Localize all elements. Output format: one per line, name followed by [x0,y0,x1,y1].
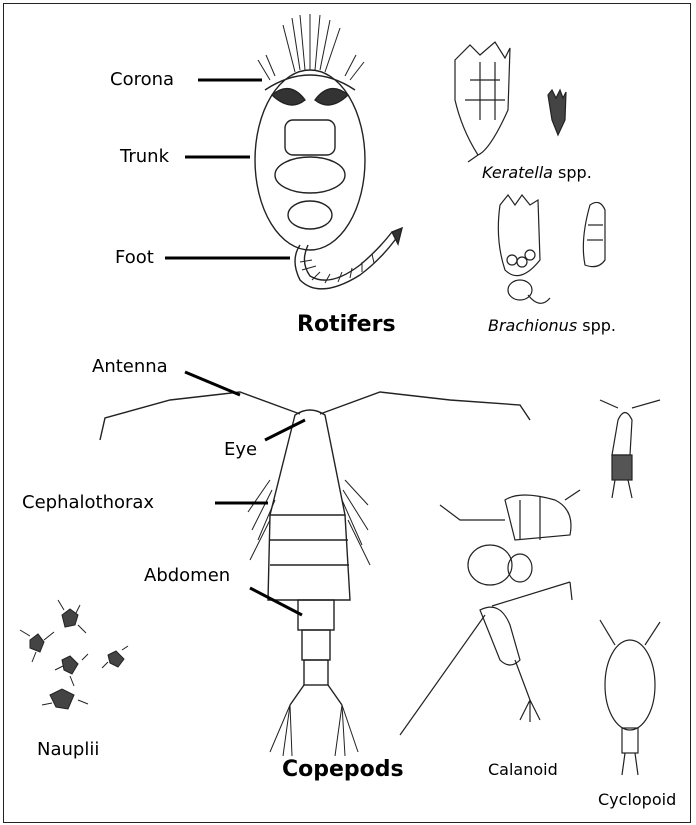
keratella-genus: Keratella [482,163,553,182]
label-calanoid: Calanoid [488,760,558,779]
label-corona: Corona [110,70,174,90]
cyclopoid-illustration [600,620,660,775]
sideview-copepod-illustration [440,490,580,585]
small-copepod-illustration [600,400,660,498]
nauplii-illustration [20,600,128,709]
label-foot: Foot [115,248,154,268]
caption-brachionus: Brachionus spp. [488,316,616,335]
title-copepods: Copepods [282,757,404,782]
label-abdomen: Abdomen [144,566,230,586]
label-eye: Eye [224,440,257,460]
rotifer-illustration [255,14,402,289]
keratella-suffix: spp. [553,163,592,182]
brachionus-suffix: spp. [577,316,616,335]
label-antenna: Antenna [92,357,168,377]
brachionus-genus: Brachionus [488,316,577,335]
title-rotifers: Rotifers [297,312,396,337]
keratella-illustration [455,42,566,162]
brachionus-illustration [498,195,605,303]
label-cyclopoid: Cyclopoid [598,790,676,809]
label-trunk: Trunk [120,147,169,167]
label-nauplii: Nauplii [37,740,99,760]
caption-keratella: Keratella spp. [482,163,592,182]
rotifer-leader-lines [165,80,290,258]
calanoid-illustration [400,582,572,735]
label-cephalothorax: Cephalothorax [22,493,154,513]
